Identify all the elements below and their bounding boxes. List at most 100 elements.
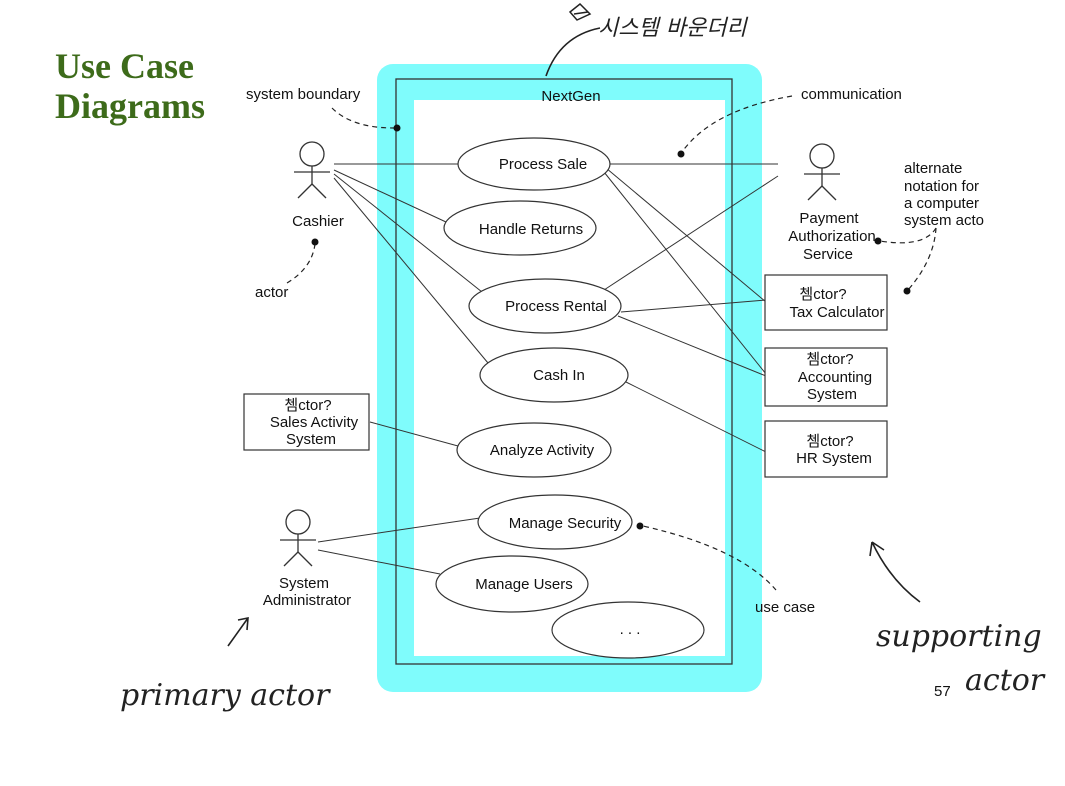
system-actor-box [243,393,370,451]
use-case-ellipse [443,200,597,256]
page-title: Use Case Diagrams [55,46,245,126]
stereotype-label: 쳄ctor? [806,433,853,450]
page-title-line1: Use Case [55,46,194,86]
annotation-actor: actor [255,238,319,301]
handwritten-primary-actor: primary actor [120,617,331,713]
actor-cashier [294,141,330,199]
annotation-dot [677,150,685,158]
system-actor-label-1: Sales Activity [270,414,359,431]
system-actor-tax-calculator: 쳄ctor? Tax Calculator [764,274,888,331]
use-case-process-rental: Process Rental [468,278,622,334]
use-case-label: Analyze Activity [490,442,595,459]
use-case-label: . . . [620,621,641,638]
assoc-rental-accounting [617,315,767,377]
assoc-sale-tax [605,167,767,303]
association-lines [317,163,779,575]
assoc-cashier-cash-in [333,177,489,364]
annotation-dot [393,124,401,132]
system-actor-box [764,347,888,407]
actor-head [285,509,311,535]
actor-leg-left [283,551,299,567]
assoc-cashier-handle-returns [333,169,447,223]
use-case-manage-users: Manage Users [435,555,589,613]
system-actor-label-1: Accounting [798,369,872,386]
actor-head [809,143,835,169]
system-name: NextGen [541,88,600,105]
use-case-ellipse [479,347,629,403]
annotation-label-3: a computer [904,195,979,212]
handwritten-leader [545,27,601,77]
use-case-label: Process Sale [499,156,587,173]
annotation-label: use case [755,599,815,616]
use-case-label: Manage Security [509,515,622,532]
actor-payment-label-2: Authorization [788,228,876,245]
triangle-mark-icon [568,2,592,21]
annotation-label-2: notation for [904,178,979,195]
stereotype-label: 쳄ctor? [806,351,853,368]
handwritten-supporting-text-1: supporting [876,619,1042,654]
assoc-rental-payment [603,175,779,291]
actor-system-administrator [280,509,316,567]
use-case-label: Process Rental [505,298,607,315]
actor-payment-label-1: Payment [799,210,859,227]
assoc-cashier-process-rental [333,173,483,293]
use-case-ellipse [457,137,611,191]
system-boundary-box [395,78,733,665]
assoc-cashin-hr [625,381,767,453]
annotation-leader-2 [907,227,937,291]
actor-sysadmin-label-1: System [279,575,329,592]
use-case-ellipse [551,601,705,659]
handwritten-arrow-icon [227,617,249,647]
use-case-analyze-activity: Analyze Activity [456,422,612,478]
use-case-more: . . . [551,601,705,659]
actor-cashier-label: Cashier [292,213,344,230]
use-case-ellipse [435,555,589,613]
annotation-label: system boundary [246,86,361,103]
annotation-leader [286,243,316,284]
actor-leg-right [311,183,327,199]
handwritten-korean-note: 시스템 바운더리 [545,2,748,77]
system-actor-label: HR System [796,450,872,467]
annotation-alternate-notation: alternate notation for a computer system… [874,160,984,295]
annotation-label: communication [801,86,902,103]
actor-leg-left [807,185,823,201]
handwritten-korean-text: 시스템 바운더리 [598,16,748,41]
use-case-ellipse [468,278,622,334]
system-actor-label-2: System [286,431,336,448]
use-case-ellipse [456,422,612,478]
use-case-cash-in: Cash In [479,347,629,403]
page-title-line2: Diagrams [55,86,205,126]
assoc-sale-accounting [603,171,767,375]
use-case-manage-security: Manage Security [477,494,633,550]
system-actor-box [764,420,888,478]
annotation-dot-2 [903,287,911,295]
annotation-leader [642,525,777,591]
use-case-process-sale: Process Sale [457,137,611,191]
system-actor-accounting: 쳄ctor? Accounting System [764,347,888,407]
actor-head [299,141,325,167]
use-case-ellipse [477,494,633,550]
use-case-label: Handle Returns [479,221,583,238]
annotation-label: actor [255,284,288,301]
annotation-leader [331,107,395,129]
actor-leg-right [821,185,837,201]
annotation-label-1: alternate [904,160,962,177]
assoc-rental-tax [620,299,767,313]
system-actor-label: Tax Calculator [789,304,884,321]
actor-leg-right [297,551,313,567]
actor-leg-left [297,183,313,199]
use-case-label: Cash In [533,367,585,384]
system-actor-label-2: System [807,386,857,403]
assoc-admin-users [317,549,441,575]
annotation-use-case: use case [636,522,815,616]
annotation-label-4: system acto [904,212,984,229]
handwritten-supporting-text-2: actor [965,663,1046,698]
annotation-leader-1 [879,227,937,244]
handwritten-arrow-icon [869,541,921,603]
stereotype-label: 쳄ctor? [284,397,331,414]
annotation-dot [636,522,644,530]
use-case-label: Manage Users [475,576,573,593]
annotation-dot-1 [874,237,882,245]
system-actor-sales-activity: 쳄ctor? Sales Activity System [243,393,370,451]
